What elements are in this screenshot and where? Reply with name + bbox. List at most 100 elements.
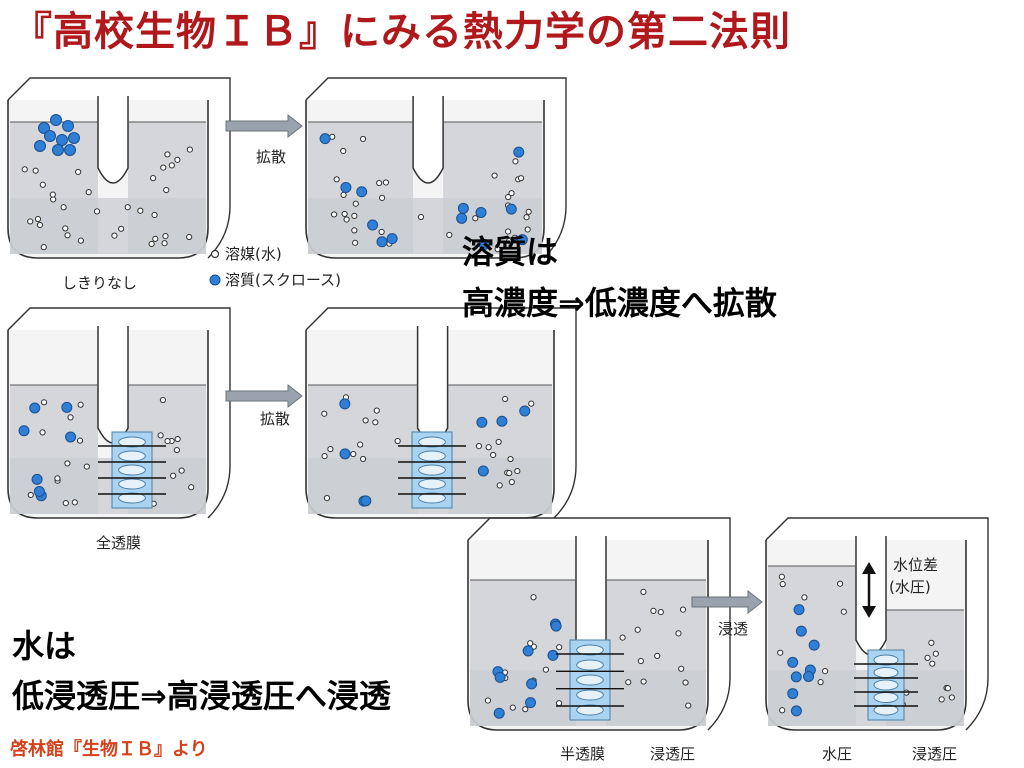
p3-after-membrane-pore-4 [873, 692, 899, 703]
p2-after-membrane-pore-2 [418, 450, 446, 462]
p2-after-solute-right-2 [476, 416, 488, 428]
p2-after-solvent-left-11 [357, 441, 364, 448]
p1-after-solute-left-3 [340, 181, 352, 193]
p1-after-solute-left-4 [367, 219, 379, 231]
p3-before-solvent-right-12 [650, 607, 657, 614]
p2-before-solvent-left-12 [77, 401, 84, 408]
p3-after-solvent-left-10 [822, 668, 829, 675]
p1-after-solvent-right-11 [508, 190, 515, 197]
p3-before-solvent-right-7 [625, 679, 632, 686]
p2-after-solvent-left-3 [394, 437, 401, 445]
p3-after-solvent-left-7 [801, 594, 808, 601]
p1-after-solvent-bottom-9 [472, 215, 479, 222]
legend-solvent-marker [210, 249, 220, 259]
p1-before-solvent-left-13 [49, 191, 56, 198]
p3-before-solvent-left-3 [522, 706, 529, 713]
p1-before-solute-cluster-8 [52, 144, 64, 156]
p2-before-solvent-right-5 [178, 467, 185, 474]
p3-before-solute-left-6 [526, 678, 538, 690]
p1-before-solvent-bottom-9 [148, 240, 155, 248]
full-permeable-membrane-label: 全透膜 [96, 534, 141, 552]
p3-after-solvent-left-6 [817, 679, 824, 686]
p1-after-solvent-bottom-7 [352, 239, 359, 246]
p3-after-solvent-left-3 [777, 649, 784, 656]
p2-after-solvent-right-10 [506, 469, 513, 477]
p3-after-solvent-left-5 [840, 608, 847, 615]
water-note-line1: 水は [12, 627, 77, 665]
p3-after-solute-left-4 [787, 656, 799, 668]
p1-before-solvent-right-4 [163, 186, 170, 194]
p3-before-solvent-left-6 [542, 666, 549, 673]
p2-after-solvent-left-4 [350, 450, 357, 458]
p1-before-solvent-left-10 [36, 221, 44, 229]
p1-before-solute-cluster-7 [34, 140, 46, 152]
p3-before-solute-left-5 [494, 671, 506, 683]
p1-before-solvent-left-3 [34, 215, 42, 223]
p2-after-solute-right-4 [519, 405, 531, 417]
p2-after-solvent-left-10 [362, 417, 369, 424]
osmotic-pressure-label-2: 浸透圧 [912, 745, 957, 763]
p2-before-solvent-left-10 [76, 437, 84, 444]
p1-before-solvent-bottom-6 [124, 204, 131, 211]
p3-after-membrane-pore-5 [873, 704, 899, 716]
p1-after-solvent-bottom-10 [417, 213, 425, 221]
p3-before-tank-depth [467, 517, 731, 731]
p2-before-divider [97, 326, 129, 444]
p3-after-solute-left-9 [793, 604, 805, 616]
p3-after-solvent-left-9 [779, 707, 786, 714]
p3-after-divider [855, 536, 887, 656]
solute-note-line2: 高濃度⇒低濃度へ拡散 [462, 284, 777, 322]
p1-after-solvent-left-7 [351, 212, 358, 219]
p2-after-solvent-right-6 [507, 455, 514, 463]
p3-before-solvent-right-4 [678, 665, 685, 672]
p2-before-solvent-left-11 [64, 460, 71, 467]
p1-before-solvent-bottom-5 [93, 208, 101, 215]
p3-level-diff-arrowhead-down [862, 606, 876, 618]
p3-after-solvent-left-1 [779, 581, 786, 588]
p2-before-membrane-pore-5 [118, 492, 146, 504]
p1-before-solvent-bottom-8 [137, 207, 144, 214]
solute-note-line1: 溶質は [462, 233, 559, 271]
p1-before-solvent-left-8 [39, 181, 46, 188]
p3-after-solute-left-2 [808, 639, 820, 651]
p2-after-tank-depth [305, 307, 577, 519]
p2-after-solvent-right-1 [501, 395, 509, 403]
p1-before-solvent-left-7 [85, 189, 92, 196]
p1-after-solvent-right-6 [512, 158, 519, 165]
p1-after-water-bottom [308, 198, 542, 254]
p3-before-solvent-right-5 [675, 630, 682, 637]
p3-before-solvent-right-8 [654, 652, 661, 659]
p1-after-solvent-right-12 [505, 193, 512, 201]
p3-before-solute-left-9 [550, 620, 562, 632]
p2-after-solvent-left-2 [373, 407, 380, 414]
p1-after-solute-right-4 [516, 234, 528, 246]
p2-after-solute-left-2 [339, 448, 351, 460]
p1-before-solvent-bottom-1 [40, 244, 47, 251]
p1-before-solvent-right-10 [160, 164, 167, 171]
p3-after-solute-left-7 [803, 670, 815, 682]
p1-before-solvent-right-7 [164, 151, 171, 158]
p1-before-solvent-right-9 [151, 211, 158, 219]
p3-before-solvent-left-5 [556, 644, 563, 651]
p2-after-solvent-right-5 [485, 444, 492, 451]
p1-before-solute-cluster-9 [64, 144, 76, 156]
p3-before-solvent-right-10 [619, 634, 626, 641]
p1-diffusion-arrow [225, 113, 303, 139]
p1-before-solvent-right-8 [168, 162, 175, 169]
p1-after-solvent-left-12 [359, 135, 367, 143]
p1-before-solvent-right-5 [174, 156, 181, 163]
p2-before-membrane-pore-2 [118, 450, 146, 462]
p3-level-diff-arrowhead-up [862, 562, 876, 574]
p2-before-solute-left-1 [18, 425, 30, 437]
p3-before-solvent-right-14 [657, 608, 664, 616]
p2-before-membrane-pore-1 [118, 436, 146, 448]
p2-before-solute-left-4 [29, 402, 41, 414]
p3-before-membrane-pore-4 [576, 689, 604, 701]
p3-after-membrane-pore-3 [873, 679, 899, 691]
p1-after-solvent-bottom-4 [330, 211, 338, 218]
p2-before-membrane-pore-4 [118, 478, 146, 490]
p2-after-solute-right-3 [496, 415, 508, 427]
p3-before-solvent-left-7 [530, 594, 537, 601]
p3-before-solvent-right-6 [640, 678, 647, 685]
